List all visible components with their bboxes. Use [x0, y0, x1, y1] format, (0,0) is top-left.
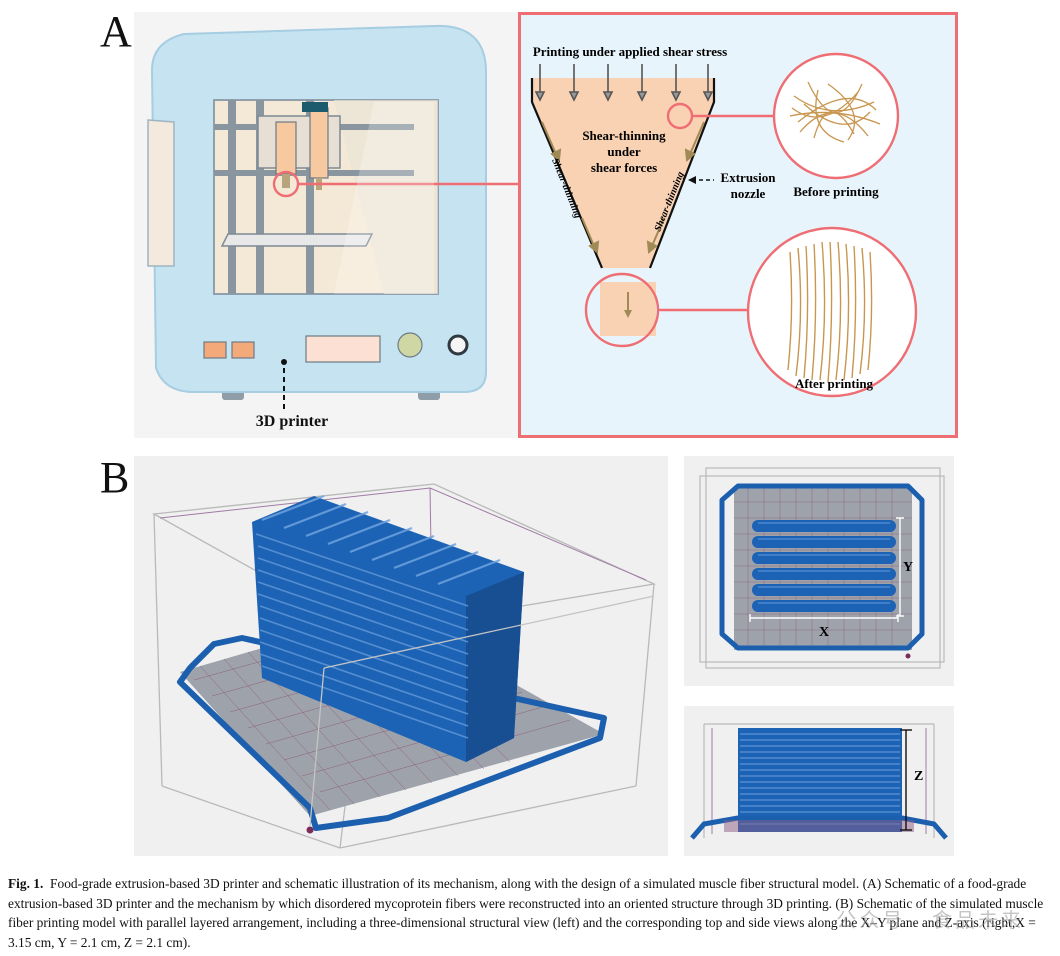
structure-side-view: Z — [684, 706, 954, 856]
structure-3d-view — [134, 456, 668, 856]
figure-caption: Fig. 1. Food-grade extrusion-based 3D pr… — [8, 874, 1052, 952]
structure-top-view: X Y — [684, 456, 954, 686]
axis-x-label: X — [819, 625, 829, 640]
axis-y-label: Y — [903, 560, 913, 575]
center-text-2: under — [607, 144, 640, 159]
nozzle-label-2: nozzle — [731, 186, 766, 201]
panel-label-b: B — [100, 453, 130, 502]
figure-number: Fig. 1. — [8, 876, 44, 891]
before-printing-label: Before printing — [793, 184, 879, 199]
center-text-3: shear forces — [591, 160, 657, 175]
printer-label: 3D printer — [256, 413, 328, 430]
shear-mechanism-diagram: Printing under applied shear stress Shea… — [518, 12, 958, 438]
axis-z-label: Z — [914, 769, 923, 784]
shear-stress-label: Printing under applied shear stress — [533, 44, 727, 59]
watermark: 公众号 · 食品未来 — [836, 910, 1024, 932]
after-printing-label: After printing — [795, 376, 874, 391]
panel-label-a: A — [100, 7, 132, 56]
figure-caption-text: Food-grade extrusion-based 3D printer an… — [8, 876, 1044, 950]
nozzle-label-1: Extrusion — [721, 170, 777, 185]
center-text-1: Shear-thinning — [582, 128, 666, 143]
printer-illustration: 3D printer — [134, 12, 518, 438]
